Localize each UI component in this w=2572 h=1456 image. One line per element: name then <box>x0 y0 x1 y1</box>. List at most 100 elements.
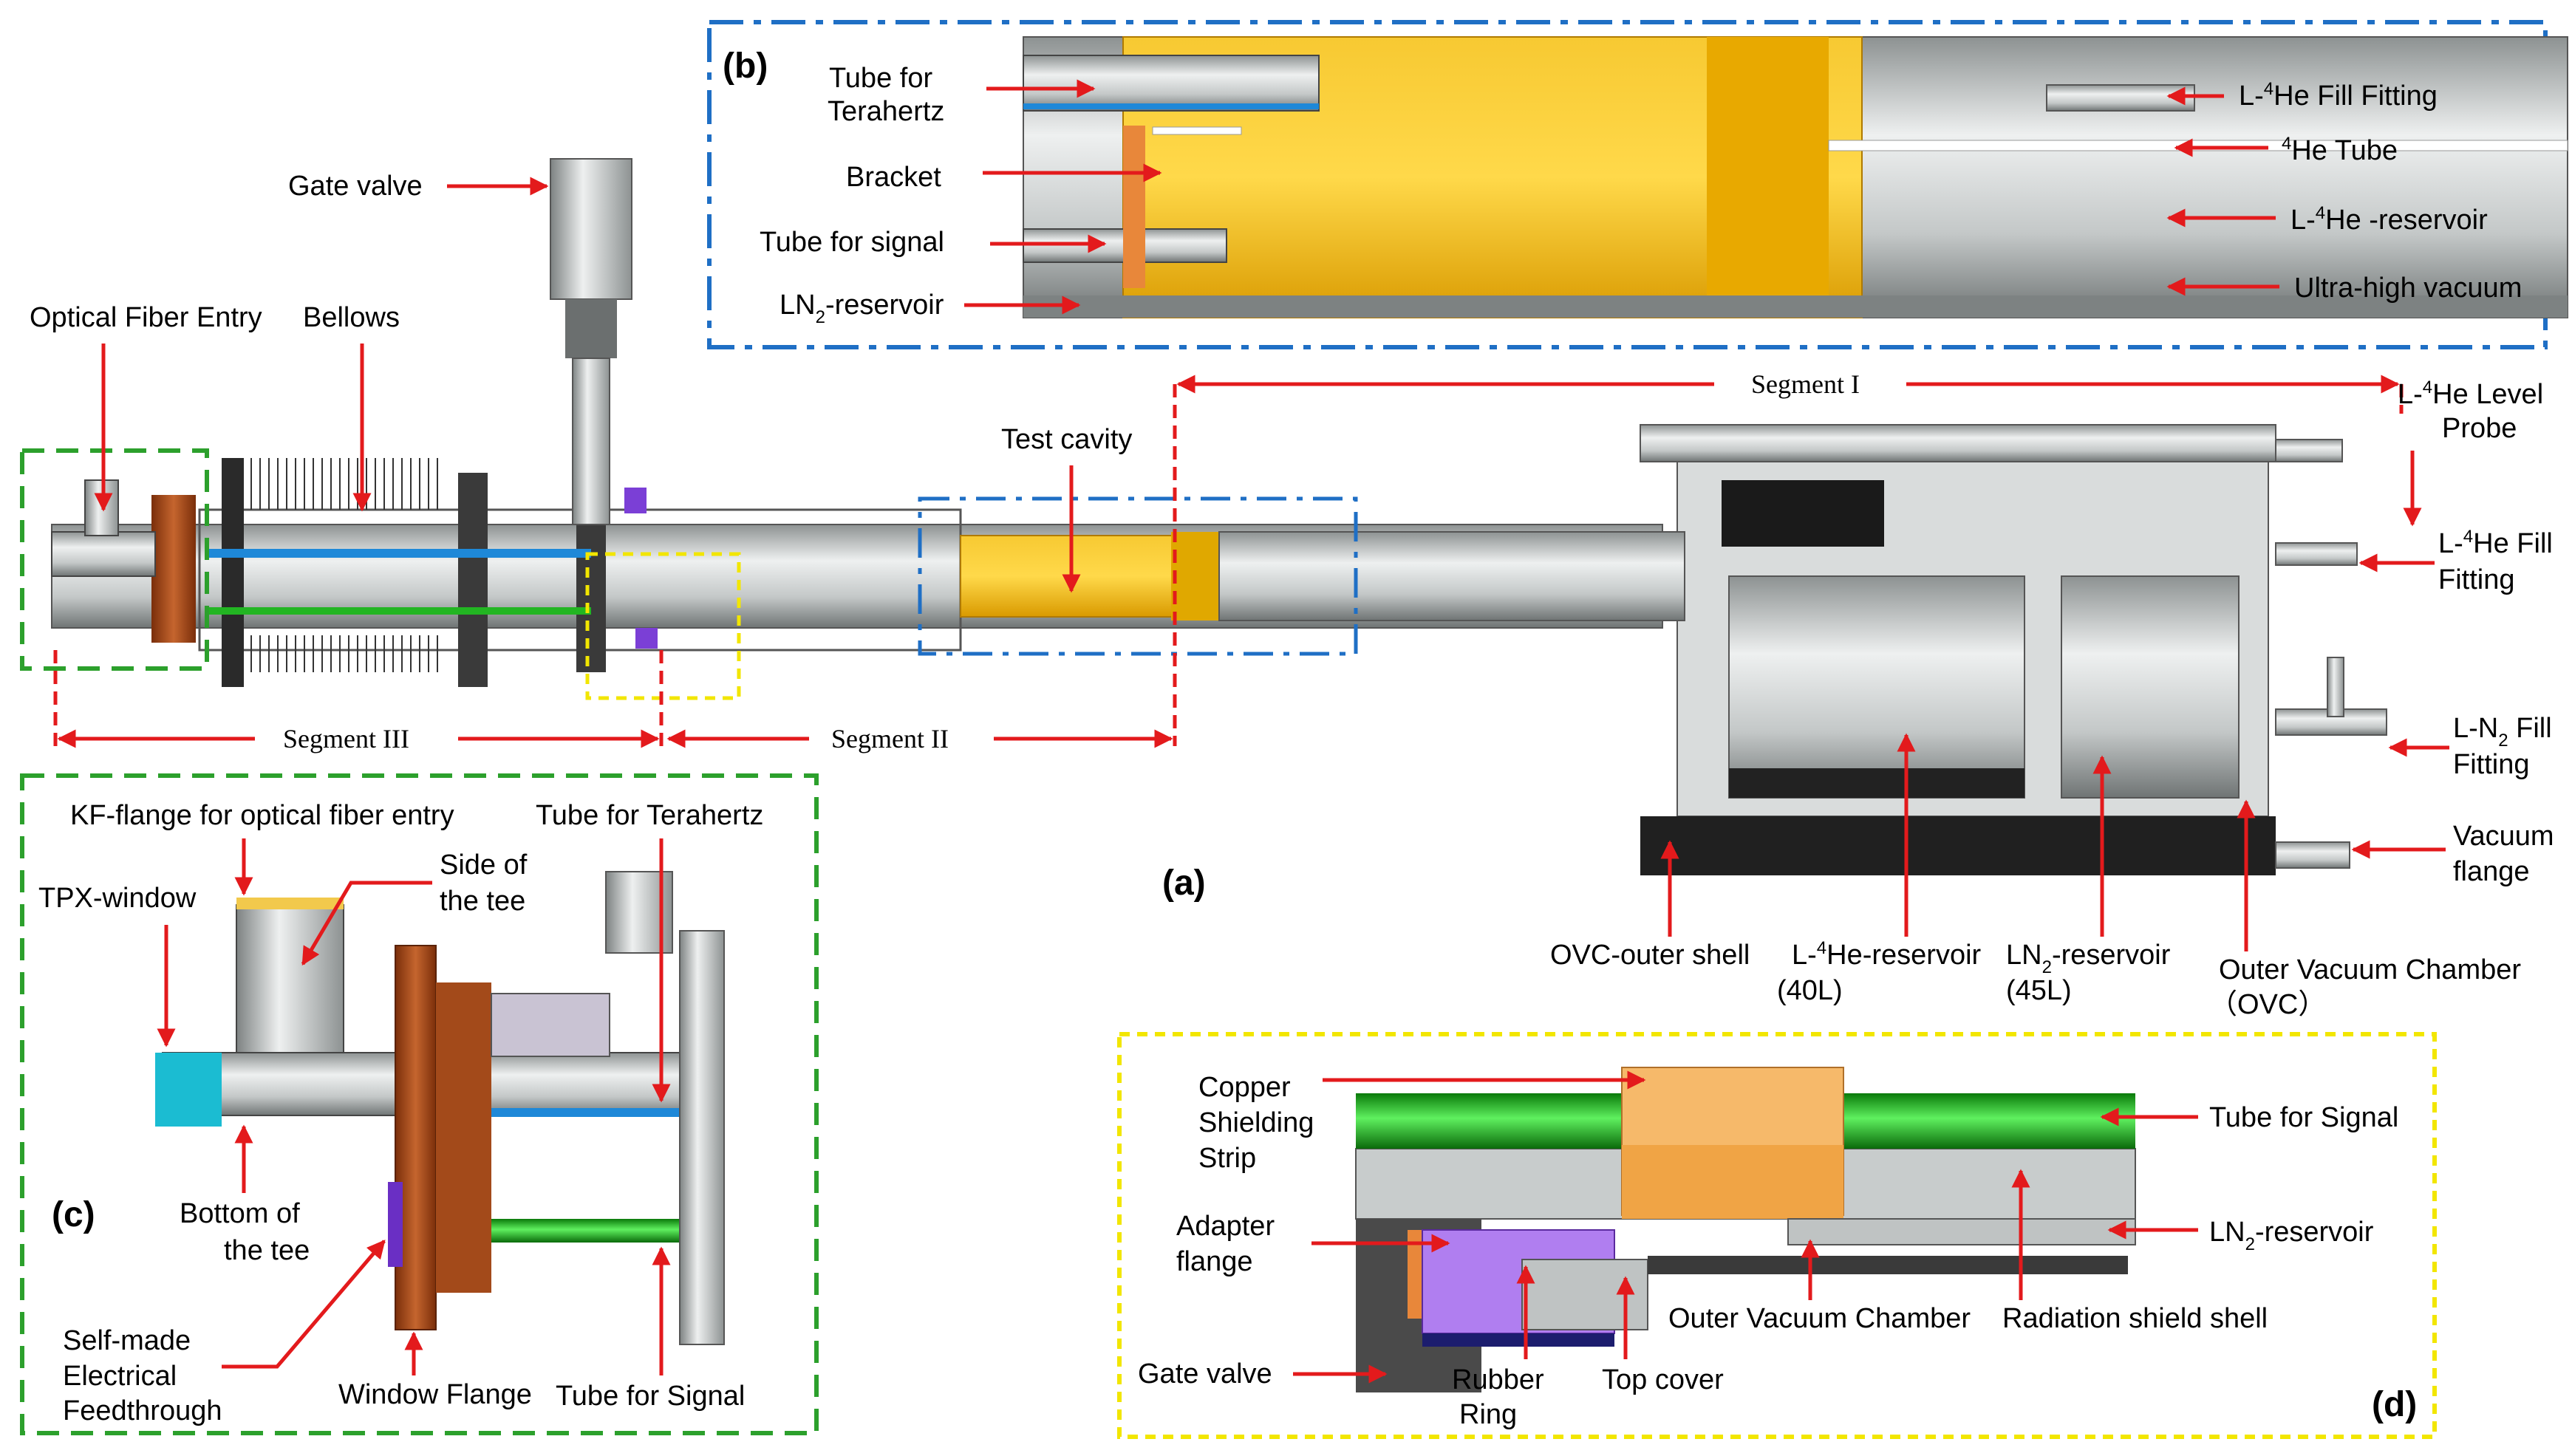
detail-box-b-marker <box>918 496 1358 656</box>
d-top-cover <box>1521 1259 1648 1330</box>
b-label-ultra-high-vacuum: Ultra-high vacuum <box>2294 273 2522 304</box>
ovc-outer-shell <box>1640 816 2276 875</box>
b-label-he-reservoir: L-4He -reservoir <box>2290 203 2488 236</box>
c-arrow-feedthrough <box>222 1240 386 1369</box>
label-test-cavity: Test cavity <box>1001 424 1132 455</box>
label-optical-fiber-entry: Optical Fiber Entry <box>30 302 262 333</box>
c-label-feedthrough-2: Electrical <box>63 1361 177 1392</box>
test-cavity-fins <box>1171 532 1219 621</box>
label-ovc-abbr: （OVC） <box>2209 989 2326 1020</box>
c-label-window-flange: Window Flange <box>338 1379 532 1410</box>
label-ln2-reservoir-cap: (45L) <box>2006 975 2072 1006</box>
label-level-probe: L-4He Level <box>2398 377 2543 410</box>
panel-b: (b) Tube for Terahertz Bracket Tube for … <box>707 20 2568 349</box>
he-reservoir-base <box>1729 768 2024 798</box>
panel-b-terahertz-blue <box>1023 103 1319 109</box>
d-label-ln2-reservoir: LN2-reservoir <box>2209 1217 2374 1254</box>
label-vacuum-flange-line2: flange <box>2453 856 2530 887</box>
panel-b-bracket-copper <box>1123 126 1145 288</box>
dewar-top-shell <box>1640 424 2276 462</box>
panel-tag-d: (d) <box>2372 1385 2417 1424</box>
b-label-ln2-reservoir: LN2-reservoir <box>780 290 944 327</box>
feedthrough-purple-bottom <box>635 628 658 649</box>
c-label-tube-terahertz: Tube for Terahertz <box>536 800 763 831</box>
d-label-adapter-2: flange <box>1176 1246 1253 1277</box>
signal-line <box>207 607 591 615</box>
d-label-copper-3: Strip <box>1198 1143 1256 1174</box>
c-label-kf-flange: KF-flange for optical fiber entry <box>70 800 454 831</box>
label-n2-fill-line2: Fitting <box>2453 749 2529 780</box>
panel-b-he-tube <box>1828 140 2568 151</box>
c-arrow-side-of-tee <box>301 881 432 966</box>
b-label-tube-signal: Tube for signal <box>760 227 944 258</box>
b-label-tube-terahertz-2: Terahertz <box>828 96 944 127</box>
d-label-rubber-ring: Rubber <box>1452 1364 1544 1395</box>
d-label-copper-2: Shielding <box>1198 1107 1314 1138</box>
detail-box-c-marker <box>20 448 209 671</box>
label-n2-fill: L-N2 Fill <box>2453 713 2552 751</box>
level-probe-fitting <box>2275 439 2343 462</box>
main-cryostat-drawing <box>51 158 2387 875</box>
detail-box-d-marker <box>585 552 741 700</box>
d-copper-strip-lower <box>1622 1145 1843 1219</box>
c-window-flange-body <box>436 982 491 1293</box>
c-label-bottom-of-tee-2: the tee <box>224 1235 310 1266</box>
gate-valve-body <box>550 158 632 300</box>
panel-c: KF-flange for optical fiber entry Tube f… <box>20 773 819 1435</box>
he-reservoir-top <box>1722 480 1884 547</box>
label-ln2-reservoir: LN2-reservoir <box>2006 940 2171 977</box>
label-level-probe-line2: Probe <box>2442 413 2517 444</box>
panel-b-ln2-reservoir-band <box>1023 295 2568 318</box>
c-kf-flange <box>236 898 344 909</box>
b-label-bracket: Bracket <box>846 162 941 193</box>
gate-valve-stem <box>572 358 610 525</box>
d-label-radiation-shield: Radiation shield shell <box>2002 1303 2268 1334</box>
d-ln2-reservoir-shell <box>1648 1256 2128 1274</box>
c-tpx-window <box>155 1053 222 1127</box>
c-tee-side <box>236 904 344 1053</box>
c-label-feedthrough-3: Feedthrough <box>63 1395 222 1426</box>
d-label-gate-valve: Gate valve <box>1138 1358 1272 1390</box>
panel-tag-b: (b) <box>723 47 768 86</box>
d-adapter-flange-base <box>1422 1333 1614 1347</box>
segment-iii-label: Segment III <box>283 724 409 753</box>
he-reservoir-drawing <box>1728 575 2025 799</box>
c-window-flange <box>395 945 437 1330</box>
b-label-he-tube: 4He Tube <box>2282 134 2398 166</box>
d-rubber-ring-orange <box>1408 1230 1422 1319</box>
d-label-outer-vacuum-chamber: Outer Vacuum Chamber <box>1668 1303 1971 1334</box>
panel-tag-a: (a) <box>1162 864 1206 903</box>
d-label-top-cover: Top cover <box>1602 1364 1724 1395</box>
label-gate-valve: Gate valve <box>288 171 423 202</box>
he-fill-fitting <box>2275 542 2358 566</box>
feedthrough-purple-top <box>624 488 647 513</box>
label-he-reservoir: L-4He-reservoir <box>1792 938 1982 971</box>
c-bellows-end <box>679 930 725 1345</box>
segment-i-label: Segment I <box>1751 369 1860 399</box>
flange-mid <box>458 473 488 687</box>
b-label-he-fill-fitting: L-4He Fill Fitting <box>2239 79 2438 112</box>
label-he-fill-line2: Fitting <box>2438 564 2514 595</box>
c-label-side-of-tee-2: the tee <box>440 886 525 917</box>
panel-b-bracket <box>1152 126 1242 135</box>
panel-b-terahertz-tube <box>1023 55 1320 112</box>
label-he-fill: L-4He Fill <box>2438 527 2553 559</box>
inner-tube-segment-i <box>1218 531 1685 621</box>
d-label-tube-signal: Tube for Signal <box>2209 1102 2398 1133</box>
d-label-adapter: Adapter <box>1176 1211 1275 1242</box>
c-label-tpx-window: TPX-window <box>38 883 197 914</box>
d-radiation-shield-shell <box>1787 1218 2136 1245</box>
c-flange-block <box>491 993 610 1057</box>
ln2-reservoir-drawing <box>2061 575 2240 799</box>
label-vacuum-flange: Vacuum <box>2453 821 2554 852</box>
vacuum-flange-fitting <box>2275 841 2350 869</box>
tee-body <box>51 531 156 577</box>
c-label-feedthrough: Self-made <box>63 1325 191 1356</box>
panel-tag-c: (c) <box>52 1195 95 1234</box>
d-label-rubber-ring-2: Ring <box>1459 1399 1517 1430</box>
label-bellows: Bellows <box>303 302 400 333</box>
terahertz-line <box>207 549 591 558</box>
c-label-side-of-tee: Side of <box>440 850 528 881</box>
c-label-bottom-of-tee: Bottom of <box>180 1198 300 1229</box>
